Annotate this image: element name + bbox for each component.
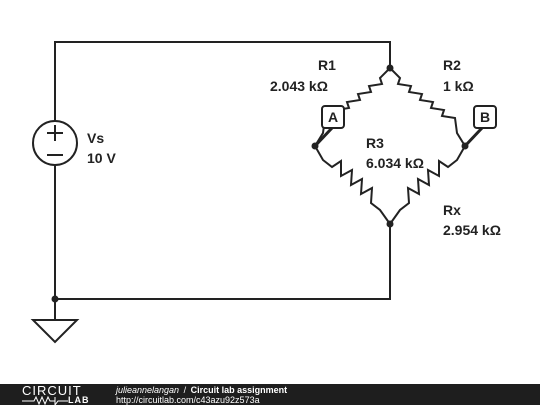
junction-nodes [51,64,469,303]
author-link[interactable]: julieannelangan [116,385,180,395]
probe-b[interactable]: B [463,105,497,148]
circuit-title-link[interactable]: Circuit lab assignment [190,385,288,395]
node-bottom [386,220,394,228]
probe-b-label: B [480,109,490,125]
rx-name: Rx [443,202,461,218]
r1-value: 2.043 kΩ [270,78,328,94]
node-top [386,64,394,72]
wires [54,41,391,320]
ground-symbol [30,319,80,344]
resistor-rx: Rx 2.954 kΩ [389,145,501,238]
ground-triangle [30,319,80,344]
r2-name: R2 [443,57,461,73]
circuit-schematic: Vs 10 V R1 2.043 kΩ R2 1 kΩ R3 6.034 kΩ … [30,41,501,344]
probe-a-box [321,105,345,129]
probe-a[interactable]: A [313,105,345,148]
resistor-r2: R2 1 kΩ [389,57,474,147]
resistor-rx-zigzag [389,145,466,225]
resistor-r3: R3 6.034 kΩ [314,135,424,225]
probe-a-lead [313,126,334,148]
logo-circuit-text: CIRCUIT [22,383,82,398]
footer-separator: / [183,385,187,395]
vs-name: Vs [87,130,104,146]
r3-name: R3 [366,135,384,151]
vs-value: 10 V [87,150,116,166]
resistor-wire-icon [22,396,68,405]
wire-bottom [54,164,391,300]
probe-b-box [473,105,497,129]
circuit-url-link[interactable]: http://circuitlab.com/c43azu92z573a [116,395,260,405]
probe-a-label: A [328,109,338,125]
r2-value: 1 kΩ [443,78,474,94]
voltage-source-symbol [32,120,78,166]
node-ground [51,295,59,303]
footer-attribution: julieannelangan / Circuit lab assignment [116,385,287,395]
circuitlab-logo[interactable]: CIRCUIT LAB [22,384,100,405]
resistor-r3-zigzag [314,145,391,225]
voltage-source-vs: Vs 10 V [32,120,116,166]
footer-bar: CIRCUIT LAB julieannelangan / Circuit la… [0,384,540,405]
probe-b-lead [463,126,484,148]
r1-name: R1 [318,57,336,73]
logo-lab-text: LAB [68,395,90,405]
r3-value: 6.034 kΩ [366,155,424,171]
wire-top [54,41,391,121]
resistor-r1: R1 2.043 kΩ [270,57,391,147]
resistor-r2-zigzag [389,67,466,147]
rx-value: 2.954 kΩ [443,222,501,238]
